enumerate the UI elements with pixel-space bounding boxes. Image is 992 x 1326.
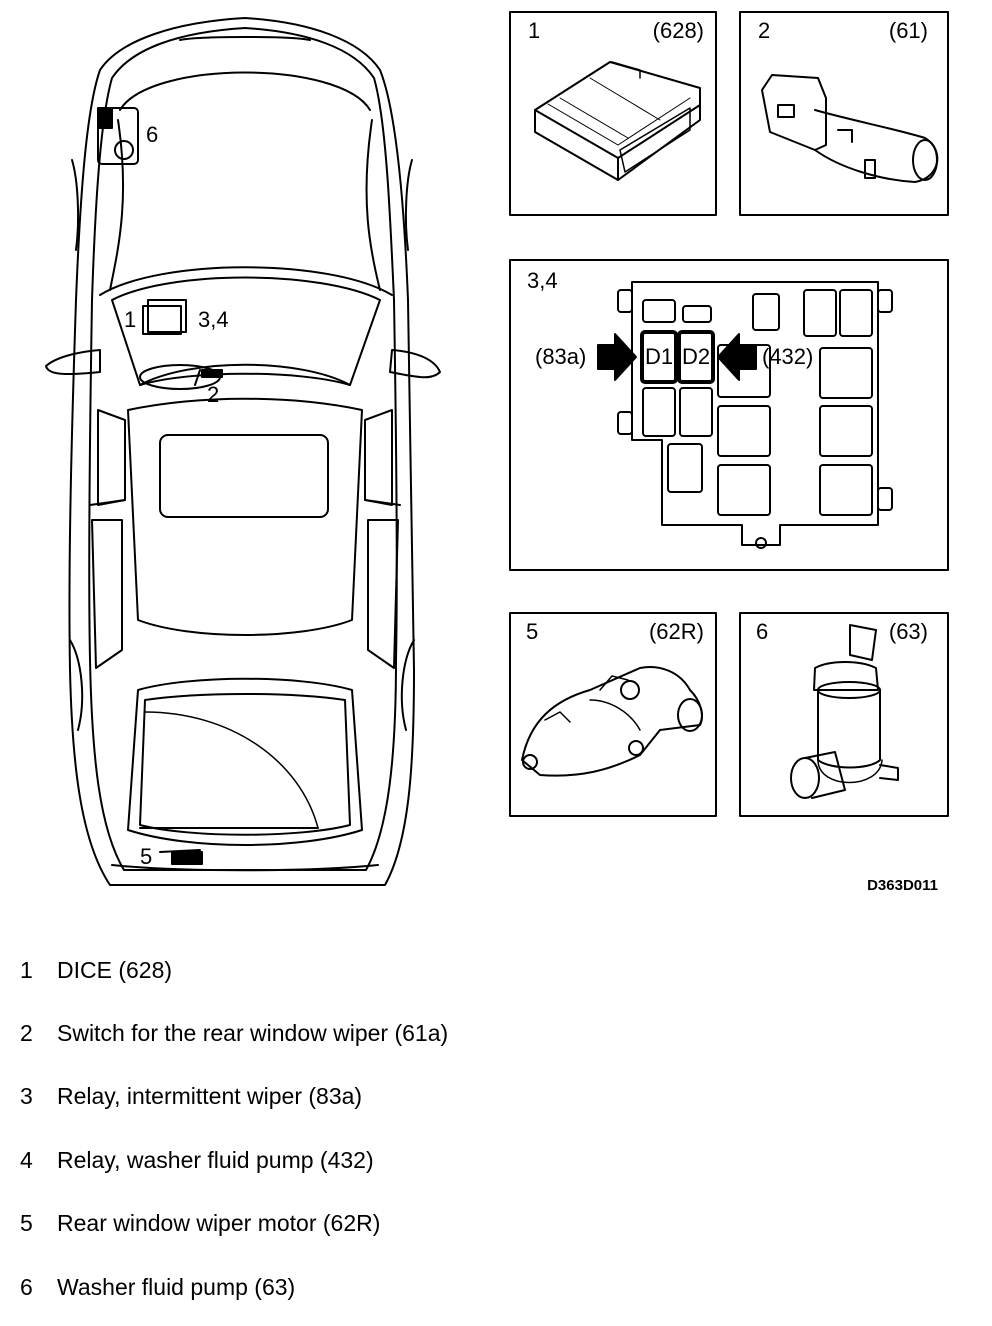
wiper-motor-illustration bbox=[521, 666, 703, 777]
callout-5: 5 bbox=[140, 844, 152, 869]
relay-right-label: (432) bbox=[762, 344, 813, 369]
car-outline bbox=[45, 17, 441, 886]
washer-pump-illustration bbox=[790, 624, 899, 799]
relay-d2-label: D2 bbox=[682, 344, 710, 369]
box5-code: (62R) bbox=[649, 619, 704, 644]
box6-number: 6 bbox=[756, 619, 768, 644]
arrow-left-icon bbox=[717, 333, 757, 381]
box5-number: 5 bbox=[526, 619, 538, 644]
callout-2: 2 bbox=[207, 382, 219, 407]
relay-d1 bbox=[640, 330, 678, 384]
box1-code: (628) bbox=[653, 18, 704, 43]
diagram-canvas: 6 1 3,4 2 5 1 (628) 2 (61) 3,4 5 (62R) 6… bbox=[45, 11, 949, 894]
legend-item: 6 Washer fluid pump (63) bbox=[20, 1274, 295, 1301]
legend-number: 2 bbox=[20, 1020, 33, 1046]
legend-number: 3 bbox=[20, 1083, 33, 1109]
relay-d1-label: D1 bbox=[645, 344, 673, 369]
legend-item: 2 Switch for the rear window wiper (61a) bbox=[20, 1020, 448, 1047]
wiper-switch-illustration bbox=[761, 74, 939, 183]
figure-id: D363D011 bbox=[867, 877, 938, 894]
legend-text: Washer fluid pump (63) bbox=[57, 1274, 296, 1300]
callout-6: 6 bbox=[146, 122, 158, 147]
legend-number: 5 bbox=[20, 1210, 33, 1236]
legend-text: Switch for the rear window wiper (61a) bbox=[57, 1020, 449, 1046]
legend-item: 1 DICE (628) bbox=[20, 957, 172, 984]
component-box-6 bbox=[739, 612, 949, 817]
wiper-motor-marker bbox=[159, 849, 203, 865]
component-box-5 bbox=[509, 612, 717, 817]
legend-text: Relay, intermittent wiper (83a) bbox=[57, 1083, 363, 1109]
legend-number: 6 bbox=[20, 1274, 33, 1300]
legend-number: 4 bbox=[20, 1147, 33, 1173]
component-box-2 bbox=[739, 11, 949, 216]
component-box-1 bbox=[509, 11, 717, 216]
callout-3-4: 3,4 bbox=[198, 307, 229, 332]
box6-code: (63) bbox=[889, 619, 928, 644]
legend-item: 3 Relay, intermittent wiper (83a) bbox=[20, 1083, 362, 1110]
relay-d2 bbox=[677, 330, 715, 384]
box2-code: (61) bbox=[889, 18, 928, 43]
relay-box-marker bbox=[142, 299, 187, 335]
box2-number: 2 bbox=[758, 18, 770, 43]
washer-reservoir-marker bbox=[97, 107, 139, 165]
callout-1: 1 bbox=[124, 307, 136, 332]
relay-left-label: (83a) bbox=[535, 344, 586, 369]
legend-item: 4 Relay, washer fluid pump (432) bbox=[20, 1147, 374, 1174]
steering-switch-marker bbox=[139, 364, 223, 390]
legend-number: 1 bbox=[20, 957, 33, 983]
dice-module-illustration bbox=[534, 61, 701, 181]
component-box-3-4 bbox=[509, 259, 949, 571]
legend-text: Relay, washer fluid pump (432) bbox=[57, 1147, 374, 1173]
legend-text: Rear window wiper motor (62R) bbox=[57, 1210, 381, 1236]
legend-item: 5 Rear window wiper motor (62R) bbox=[20, 1210, 380, 1237]
box34-number: 3,4 bbox=[527, 268, 558, 293]
fuse-relay-box-illustration bbox=[597, 281, 893, 549]
arrow-right-icon bbox=[597, 333, 637, 381]
box1-number: 1 bbox=[528, 18, 540, 43]
legend-text: DICE (628) bbox=[57, 957, 173, 983]
